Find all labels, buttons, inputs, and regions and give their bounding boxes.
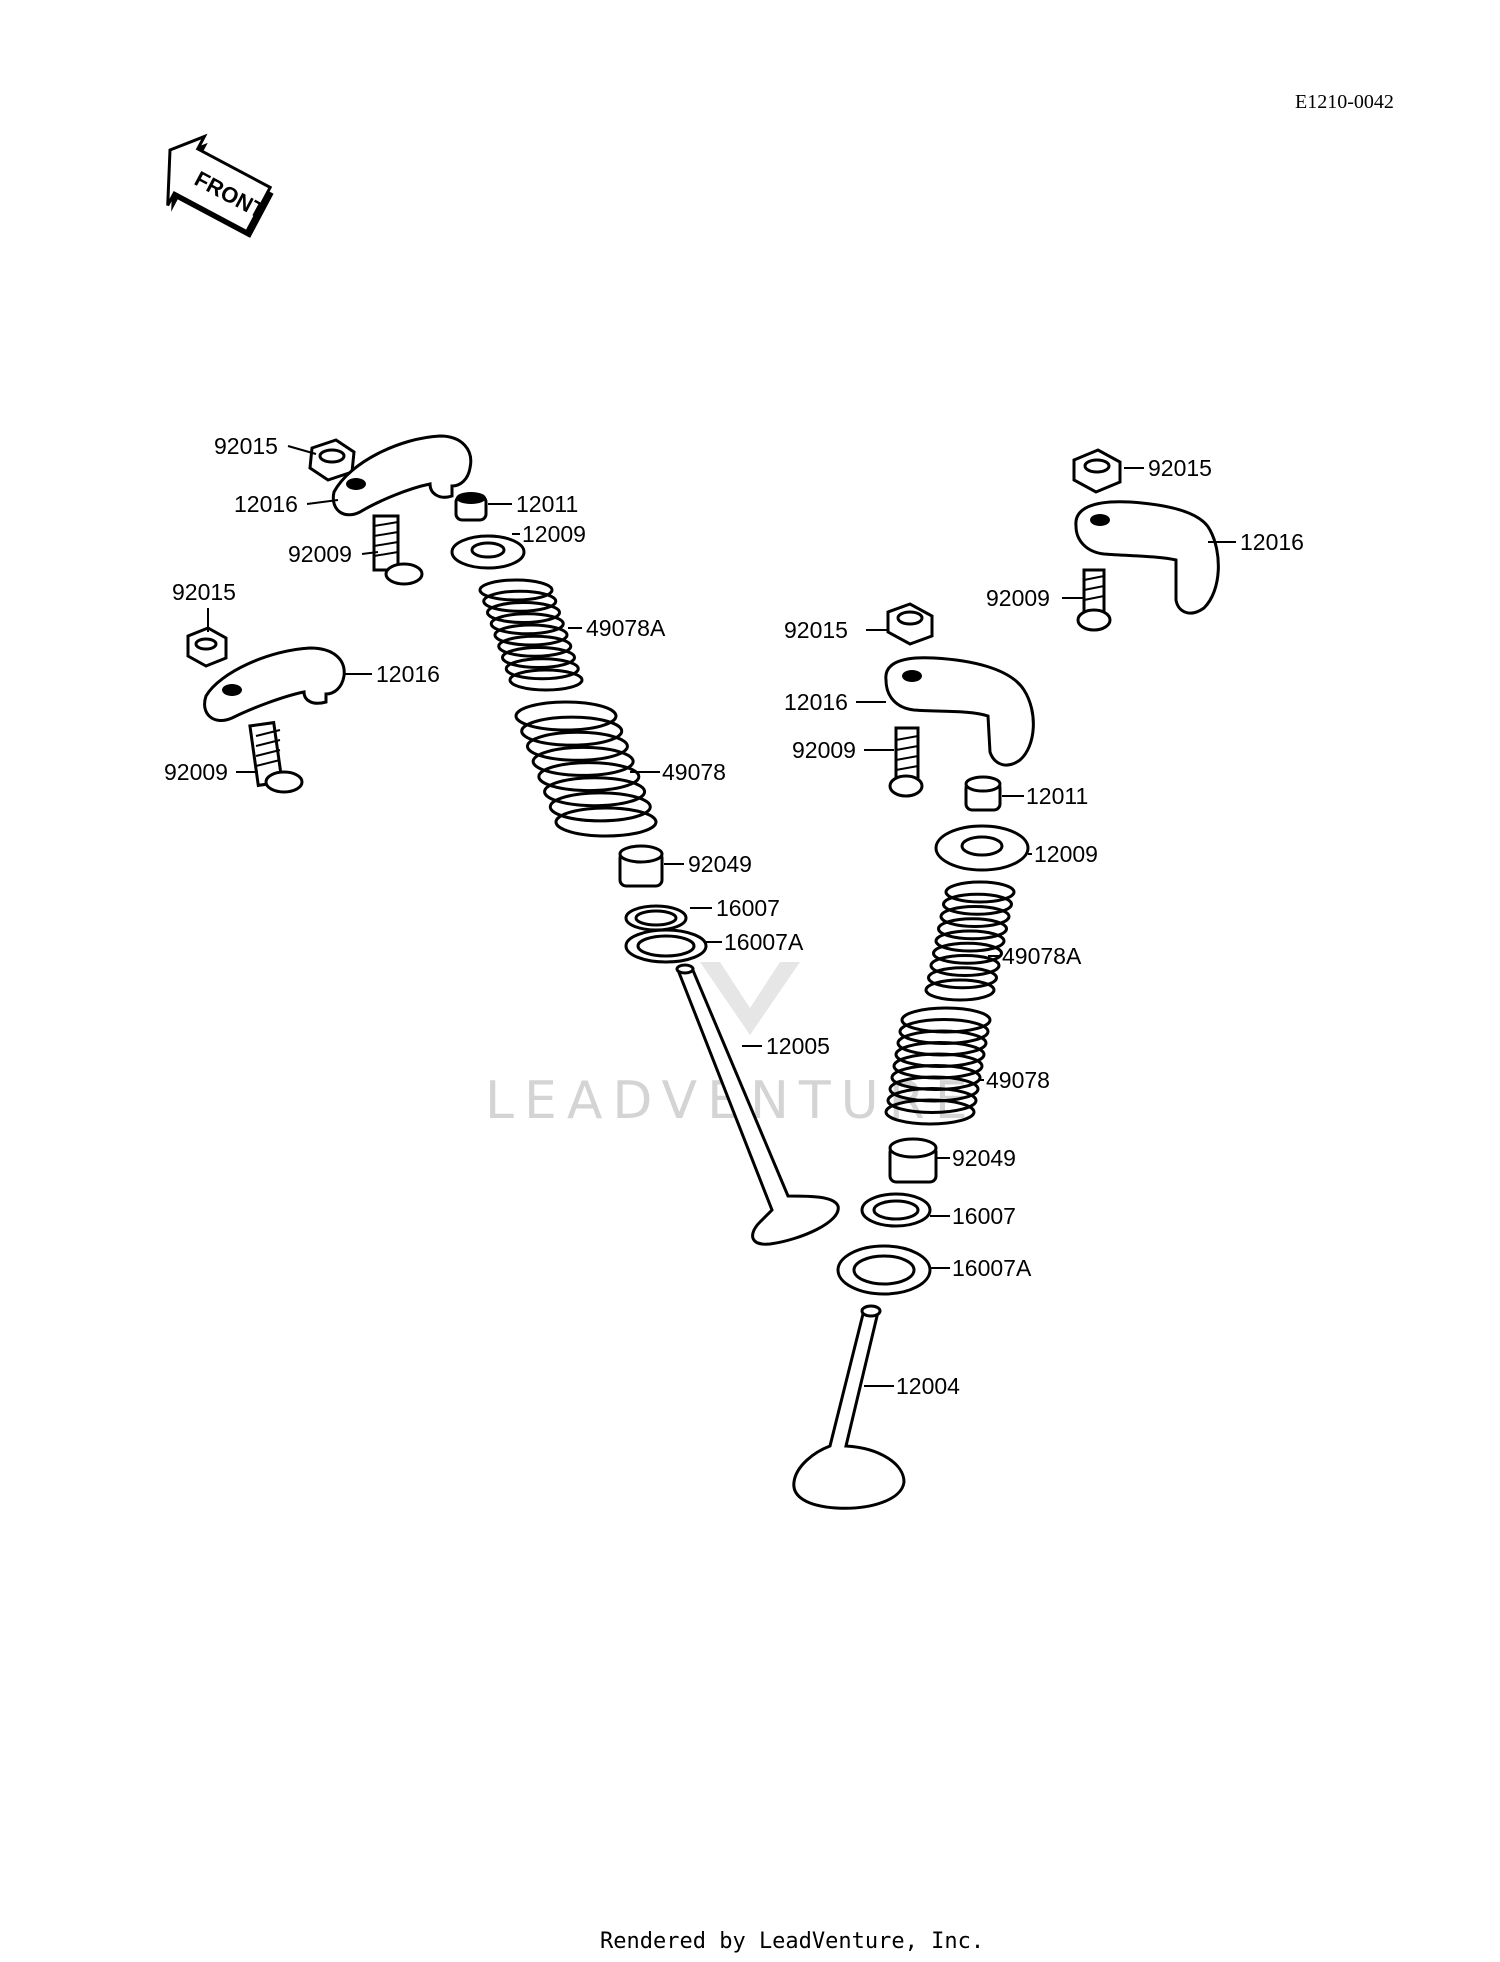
spring-coil (543, 776, 647, 808)
spring-coil (927, 966, 998, 990)
rocker-arm-12016-middle-right (884, 656, 1035, 767)
inner-spring-49078A-left (478, 578, 584, 692)
spring-coil (482, 589, 558, 613)
callout-12005: 12005 (766, 1033, 830, 1059)
spring-coil (942, 892, 1013, 916)
callout-12011-right: 12011 (1026, 783, 1088, 809)
spring-coil (478, 578, 554, 602)
washer-16007A-right (836, 1244, 932, 1296)
spring-coil (486, 601, 561, 624)
spring-coil (884, 1098, 976, 1126)
spring-seat-92049-left (618, 844, 664, 888)
callout-12016-middle-left: 12016 (376, 661, 440, 687)
rocker-arm-12016-upper-right (1074, 500, 1220, 615)
seal-16007-right (860, 1192, 932, 1228)
callout-12011-left: 12011 (516, 491, 578, 517)
spring-coil (525, 730, 629, 762)
callout-92015-middle-right: 92015 (784, 617, 848, 643)
spring-coil (531, 745, 635, 777)
spring-coil (514, 700, 618, 732)
spring-coil (934, 929, 1006, 953)
nut-92015-middle-left (186, 626, 228, 668)
seal-16007-left (624, 904, 688, 932)
callout-12016-upper-left: 12016 (234, 491, 298, 517)
callout-16007A-right: 16007A (952, 1255, 1032, 1281)
spring-coil (520, 715, 624, 747)
callout-16007-right: 16007 (952, 1203, 1016, 1229)
outer-spring-49078-right (884, 1006, 992, 1126)
nut-92015-upper-right (1072, 448, 1122, 494)
spring-coil (501, 646, 576, 669)
valve-cap-12011-left (454, 492, 488, 522)
callout-12009-right: 12009 (1034, 841, 1098, 867)
front-arrow-icon: FRONT (166, 133, 274, 238)
spring-coil (939, 905, 1011, 928)
spring-coil (508, 668, 584, 692)
callout-16007-left: 16007 (716, 895, 780, 921)
callout-92009-middle-right: 92009 (792, 737, 856, 763)
outer-spring-49078-left (514, 700, 658, 838)
callout-92009-upper-right: 92009 (986, 585, 1050, 611)
drawing-reference: E1210-0042 (1295, 91, 1394, 113)
callout-49078A-left: 49078A (586, 615, 666, 641)
spring-coil (489, 612, 565, 636)
callout-12016-upper-right: 12016 (1240, 529, 1304, 555)
intake-valve-12004 (792, 1304, 906, 1510)
valve-cap-12011-right (964, 775, 1002, 812)
adjusting-screw-92009-middle-left (248, 720, 304, 794)
spring-coil (944, 880, 1016, 904)
callout-16007A-left: 16007A (724, 929, 804, 955)
callout-92009-middle-left: 92009 (164, 759, 228, 785)
callout-12016-middle-right: 12016 (784, 689, 848, 715)
spring-coil (937, 917, 1008, 941)
spring-seat-92049-right (888, 1137, 938, 1184)
spring-coil (548, 791, 652, 823)
footer-credit: Rendered by LeadVenture, Inc. (600, 1929, 984, 1954)
callout-92015-upper-right: 92015 (1148, 455, 1212, 481)
callout-49078A-right: 49078A (1002, 943, 1082, 969)
nut-92015-middle-right (886, 602, 934, 646)
leader-lines (207, 445, 1236, 1387)
spring-coil (932, 941, 1003, 965)
callout-49078-left: 49078 (662, 759, 726, 785)
rocker-arm-12016-middle-left (203, 646, 346, 722)
callout-92015-middle-left: 92015 (172, 579, 236, 605)
spring-coil (929, 954, 1001, 977)
spring-coil (554, 806, 658, 838)
spring-coil (924, 978, 996, 1002)
spring-coil (497, 634, 573, 658)
adjusting-screw-92009-middle-right (888, 726, 924, 798)
callout-labels: 92015 12016 92009 12011 12009 92015 1201… (164, 433, 1304, 1399)
spring-coil (537, 761, 641, 793)
washer-16007A-left (624, 928, 708, 964)
rocker-arm-12016-upper-left (331, 434, 473, 517)
adjusting-screw-92009-upper-left (372, 514, 424, 586)
spring-coil (886, 1087, 978, 1114)
spring-coil (504, 657, 580, 681)
callout-92015-upper-left: 92015 (214, 433, 278, 459)
inner-spring-49078A-right (924, 880, 1016, 1002)
callout-12004: 12004 (896, 1373, 960, 1399)
exhaust-valve-12005 (675, 963, 840, 1246)
spring-coil (493, 623, 569, 647)
callout-92009-upper-left: 92009 (288, 541, 352, 567)
spring-retainer-12009-left (450, 534, 526, 570)
callout-92049-left: 92049 (688, 851, 752, 877)
adjusting-screw-92009-upper-right (1076, 568, 1112, 632)
spring-retainer-12009-right (934, 824, 1030, 872)
callout-92049-right: 92049 (952, 1145, 1016, 1171)
callout-49078-right: 49078 (986, 1067, 1050, 1093)
callout-12009-left: 12009 (522, 521, 586, 547)
